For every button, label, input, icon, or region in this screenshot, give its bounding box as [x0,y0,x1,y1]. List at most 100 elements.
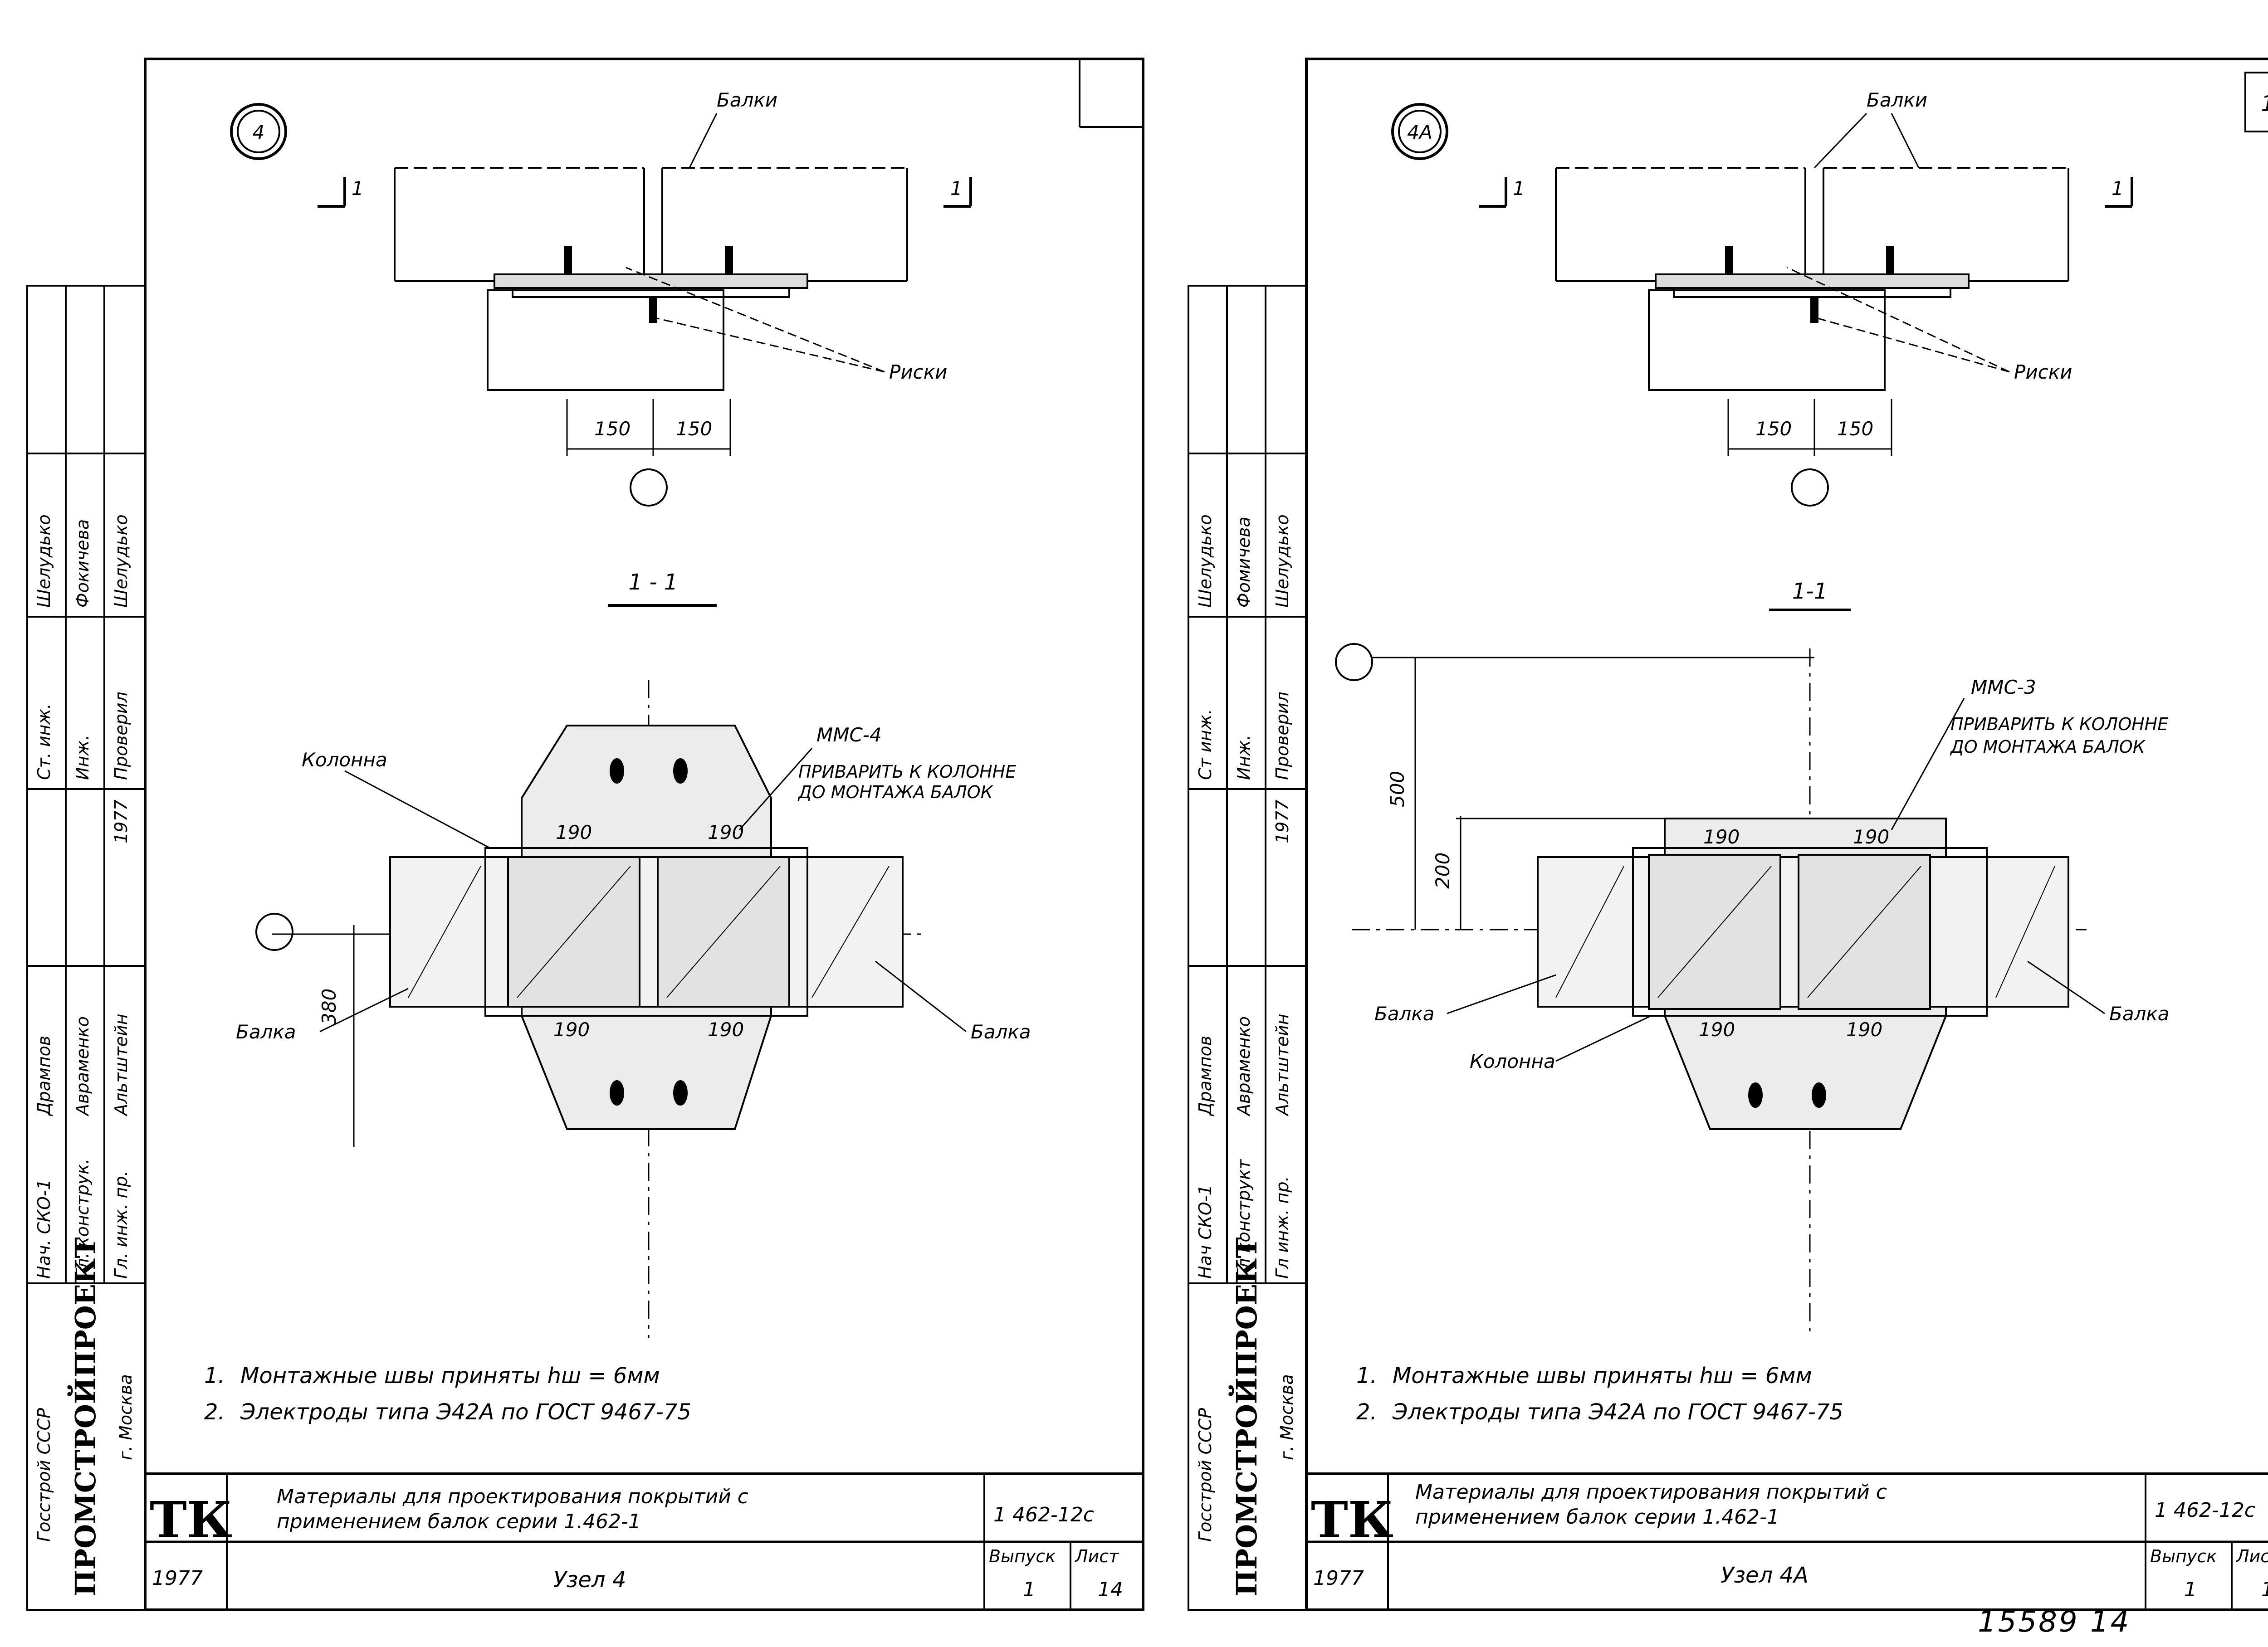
stamp-name-2: Авраменко [73,1016,93,1117]
stamp-name2-1: Шелудько [1195,514,1215,608]
stamp-role2-2: Инж. [1234,735,1254,780]
title-node-name: Узел 4А [1721,1563,1809,1588]
note-1-num: 1. [1356,1363,1377,1389]
plan-view: 500 200 190 190 190 190 ММС-3 ПРИВАРИТЬ … [1335,643,2170,1338]
note-2-num: 2. [1356,1399,1377,1425]
dim-150-left: 150 [594,418,631,440]
stamp-name-3: Альтштейн [111,1014,131,1117]
note-1-text: Монтажные швы приняты hш = 6мм [1393,1363,1812,1389]
weld-note-1: ПРИВАРИТЬ К КОЛОННЕ [1950,714,2168,734]
dim-150-left: 150 [1755,418,1792,440]
title-code: 1 462-12с [2155,1499,2255,1522]
beam-right-label: Балка [2109,1003,2170,1025]
title-sheet-label: Лист [1074,1546,1119,1566]
stamp-name2-3: Шелудько [111,514,131,608]
weld-note-2: ДО МОНТАЖА БАЛОК [797,782,994,802]
side-stamp: Нач СКО-1 Гл конструкт Гл инж. пр. Драмп… [1188,285,1307,1611]
stamp-name-1: Дрампов [1195,1036,1215,1116]
section-mark-right: 1 [950,177,963,200]
stamp-role-3: Гл инж. пр. [1272,1176,1292,1279]
plate-label: ММС-4 [816,724,882,746]
node-badge: 4 [230,103,287,160]
elevation-view: 1 1 Балки Риски 150 150 [318,89,972,507]
column-label: Колонна [1470,1050,1555,1072]
section-mark-right: 1 [2112,177,2124,200]
sheet-number: 13 [2261,91,2268,117]
stamp-role-1: Нач СКО-1 [1195,1184,1215,1279]
section-title: 1 - 1 [629,570,678,595]
elevation-view: 1 1 Балки Риски 150 150 [1479,89,2133,507]
section-mark-left: 1 [1513,177,1525,200]
note-1-text: Монтажные швы приняты hш = 6мм [240,1363,660,1389]
stamp-org-top: Госстрой СССР [1195,1408,1215,1542]
stamp-role2-3: Проверил [111,692,131,780]
dim-190-bottom-left: 190 [553,1018,590,1041]
drawing-sheet-left: 4 1 1 Балки Риски 150 150 [26,58,1144,1611]
node-badge-text: 4А [1407,121,1432,143]
stamp-year: 1977 [1272,799,1292,843]
title-block: ТК Материалы для проектирования покрытий… [145,1472,1143,1610]
stamp-org-city: г. Москва [116,1374,136,1460]
stamp-org-top: Госстрой СССР [34,1408,54,1542]
weld-note-1: ПРИВАРИТЬ К КОЛОННЕ [798,762,1016,782]
title-desc-2: применением балок серии 1.462-1 [277,1510,641,1533]
dim-150-right: 150 [676,418,712,440]
title-code: 1 462-12с [993,1503,1094,1526]
note-1-num: 1. [204,1363,225,1389]
title-desc-1: Материалы для проектирования покрытий с [1415,1481,1887,1504]
column-label: Колонна [302,749,387,771]
beams-label: Балки [717,89,777,111]
section-mark-left: 1 [352,177,364,200]
stamp-role2-3: Проверил [1272,692,1292,780]
stamp-role2-1: Ст инж. [1195,709,1215,780]
stamp-org-name: ПРОМСТРОЙПРОЕКТ [67,1238,102,1596]
stamp-role-2: Гл конструкт [1234,1159,1254,1279]
stamp-role-2: Гл. конструк. [73,1159,93,1279]
stamp-role-1: Нач. СКО-1 [34,1179,54,1279]
title-sheet: 15 [2261,1578,2268,1601]
beams-label: Балки [1867,89,1927,111]
title-year: 1977 [1313,1567,1364,1590]
stamp-role2-2: Инж. [73,735,93,780]
marks-label: Риски [889,361,947,383]
dim-190-top-right: 190 [708,821,744,843]
title-sheet: 14 [1098,1578,1123,1601]
stamp-role-3: Гл. инж. пр. [111,1170,131,1279]
stamp-name-2: Авраменко [1234,1016,1254,1117]
plan-view: 380 190 190 190 190 Колонна ММС-4 ПРИВАР… [236,680,1031,1338]
beam-left-label: Балка [236,1021,296,1043]
dim-200: 200 [1432,853,1454,889]
dim-190-top-right: 190 [1853,826,1889,848]
note-2-text: Электроды типа Э42А по ГОСТ 9467-75 [1392,1399,1843,1425]
dim-190-top-left: 190 [556,821,592,843]
dim-190-bottom-left: 190 [1699,1018,1735,1041]
title-node-name: Узел 4 [553,1567,626,1593]
node-badge: 4А [1391,103,1448,160]
beam-left-label: Балка [1374,1003,1435,1025]
title-issue: 1 [2184,1578,2197,1601]
title-issue-label: Выпуск [989,1546,1056,1566]
stamp-name2-2: Фомичева [1234,517,1254,608]
note-2-text: Электроды типа Э42А по ГОСТ 9467-75 [240,1399,691,1425]
title-year: 1977 [152,1567,203,1590]
title-desc-1: Материалы для проектирования покрытий с [277,1485,748,1508]
stamp-name-3: Альтштейн [1272,1014,1292,1117]
title-block: ТК Материалы для проектирования покрытий… [1306,1472,2268,1610]
title-tk: ТК [150,1491,232,1549]
dim-190-bottom-right: 190 [708,1018,744,1041]
stamp-name2-2: Фокичева [73,519,93,608]
stamp-org-city: г. Москва [1277,1374,1297,1460]
dim-380: 380 [318,989,340,1025]
stamp-org-name: ПРОМСТРОЙПРОЕКТ [1228,1238,1263,1596]
stamp-name2-1: Шелудько [34,514,54,608]
archive-number: 15589 14 [1978,1605,2131,1639]
title-tk: ТК [1311,1491,1393,1549]
side-stamp: Нач. СКО-1 Гл. конструк. Гл. инж. пр. Др… [26,285,146,1611]
weld-note-2: ДО МОНТАЖА БАЛОК [1950,737,2146,757]
dim-150-right: 150 [1837,418,1873,440]
section-title: 1-1 [1792,579,1828,604]
note-2-num: 2. [204,1399,225,1425]
node-badge-text: 4 [253,121,265,143]
stamp-role2-1: Ст. инж. [34,703,54,780]
title-sheet-label: Лист [2235,1546,2268,1566]
